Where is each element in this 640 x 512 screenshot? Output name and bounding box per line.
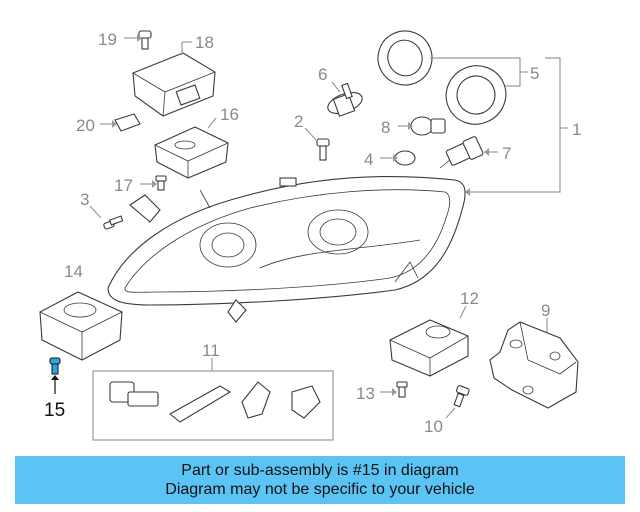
callout-11: 11 — [202, 341, 220, 360]
callout-13: 13 — [356, 384, 375, 403]
part-5-cap-lower — [445, 65, 507, 125]
part-13-screw — [396, 381, 408, 398]
part-10-screw — [453, 385, 470, 408]
part-9-bracket — [489, 321, 579, 409]
part-8-bulb — [410, 116, 446, 136]
callout-2: 2 — [294, 112, 303, 131]
callout-18: 18 — [195, 33, 214, 52]
callout-16: 16 — [220, 105, 239, 124]
callout-4: 4 — [364, 150, 373, 169]
callout-14: 14 — [64, 262, 83, 281]
callout-1: 1 — [572, 120, 581, 139]
part-3-screw — [103, 215, 124, 230]
part-20-bracket — [114, 113, 141, 132]
part-18-control-module — [132, 52, 216, 117]
callout-8: 8 — [381, 118, 390, 137]
headlamp-assembly — [107, 175, 466, 323]
banner-line-1: Part or sub-assembly is #15 in diagram — [181, 462, 459, 479]
part-12-igniter — [389, 319, 469, 377]
part-11-group — [92, 370, 334, 441]
part-17-screw — [155, 175, 167, 191]
callout-3: 3 — [80, 190, 89, 209]
callout-5: 5 — [530, 64, 539, 83]
callout-10: 10 — [424, 417, 443, 436]
part-5-cap-upper — [377, 30, 433, 86]
part-19-screw — [138, 30, 152, 50]
callout-20: 20 — [76, 116, 95, 135]
part-15-screw — [49, 357, 61, 375]
callout-7: 7 — [502, 144, 511, 163]
callout-6: 6 — [318, 65, 327, 84]
part-7-socket — [439, 136, 484, 169]
callout-17: 17 — [114, 176, 133, 195]
callout-15: 15 — [44, 400, 65, 421]
callout-12: 12 — [460, 289, 479, 308]
part-6-bulb — [327, 82, 363, 117]
banner-line-2: Diagram may not be specific to your vehi… — [165, 481, 475, 498]
callout-19: 19 — [98, 30, 117, 49]
part-16-ballast — [154, 126, 229, 179]
part-14-housing — [39, 291, 123, 361]
info-banner: Part or sub-assembly is #15 in diagram D… — [15, 456, 625, 504]
callout-9: 9 — [541, 301, 550, 320]
part-2-screw — [316, 138, 330, 161]
